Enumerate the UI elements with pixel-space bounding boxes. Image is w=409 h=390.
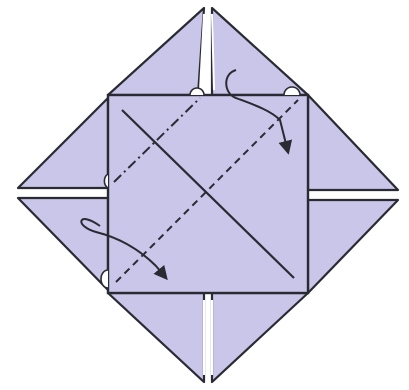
bottom-left-flap bbox=[108, 293, 204, 382]
left-lower-flap bbox=[18, 198, 108, 290]
top-left-flap bbox=[108, 8, 204, 95]
right-upper-flap bbox=[308, 95, 398, 190]
hinge-bump-left-lower bbox=[101, 270, 108, 288]
hinge-bump-left-upper bbox=[104, 174, 108, 188]
bottom-right-flap bbox=[212, 293, 308, 382]
hinge-bump-top-left bbox=[190, 88, 204, 95]
left-upper-flap bbox=[18, 98, 108, 188]
right-lower-flap bbox=[308, 200, 398, 293]
